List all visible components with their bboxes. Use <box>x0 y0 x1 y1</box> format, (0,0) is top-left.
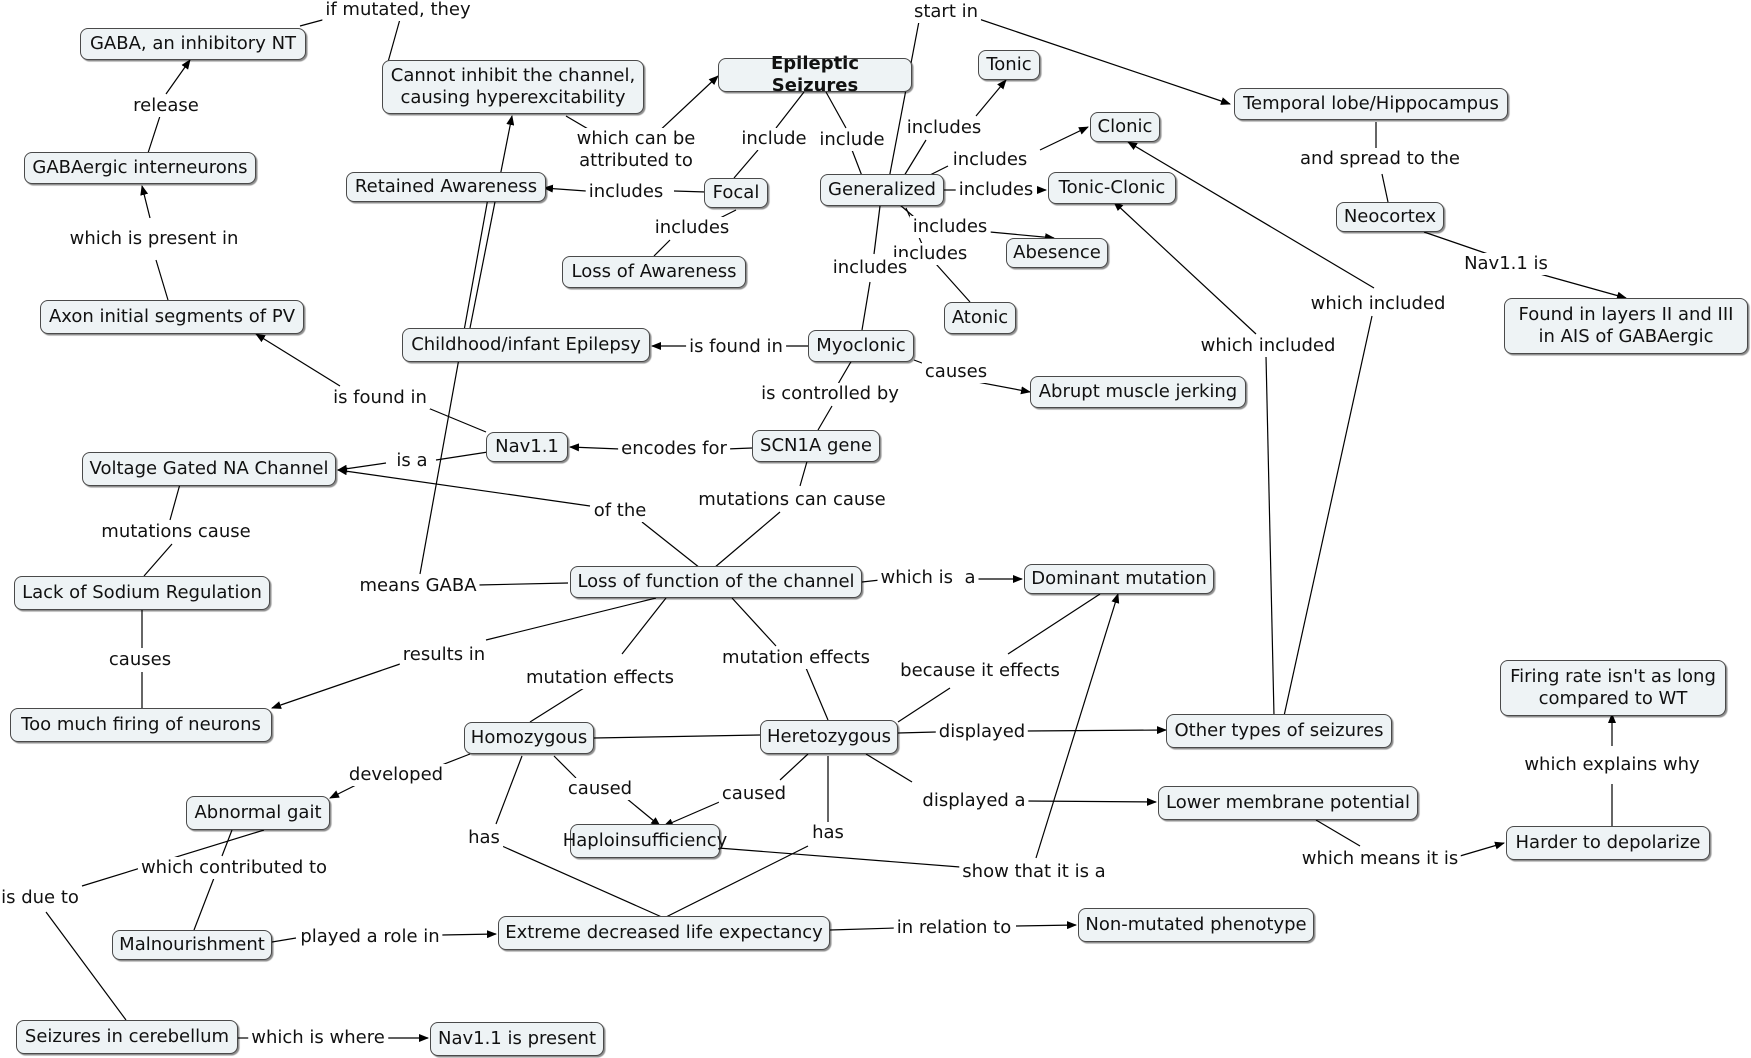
node-haploinsufficiency[interactable]: Haploinsufficiency <box>563 824 727 858</box>
link-label-is-found-in-axon: is found in <box>330 387 430 409</box>
link-label-which-present-in: which is present in <box>66 228 242 250</box>
node-abnormal-gait[interactable]: Abnormal gait <box>186 796 330 830</box>
node-other-types-of-seizures[interactable]: Other types of seizures <box>1166 714 1392 748</box>
node-loss-of-function[interactable]: Loss of function of the channel <box>570 566 862 598</box>
link-label-in-relation-to: in relation to <box>893 917 1015 939</box>
link-label-which-is-where: which is where <box>248 1027 388 1049</box>
link-label-mutations-can-cause: mutations can cause <box>695 489 889 511</box>
node-scn1a-gene[interactable]: SCN1A gene <box>752 430 880 462</box>
link-label-is-found-in-childhood: is found in <box>686 336 786 358</box>
node-malnourishment[interactable]: Malnourishment <box>112 930 272 960</box>
link-label-means-gaba: means GABA <box>356 575 480 597</box>
link-label-is-a: is a <box>393 450 431 472</box>
link-label-include-focal: include <box>738 128 810 150</box>
link-label-includes-absence: includes <box>909 216 991 238</box>
link-label-of-the: of the <box>590 500 650 522</box>
link-label-is-controlled-by: is controlled by <box>758 383 902 405</box>
node-nav11-is-present[interactable]: Nav1.1 is present <box>430 1022 604 1056</box>
node-tonic[interactable]: Tonic <box>978 50 1040 80</box>
node-too-much-firing[interactable]: Too much firing of neurons <box>10 708 272 742</box>
link-label-includes-loss: includes <box>651 217 733 239</box>
node-gaba[interactable]: GABA, an inhibitory NT <box>80 28 306 60</box>
link-label-includes-retained: includes <box>585 181 667 203</box>
node-voltage-gated-na-channel[interactable]: Voltage Gated NA Channel <box>82 452 336 486</box>
link-label-if-mutated: if mutated, they <box>322 0 474 21</box>
link-label-played-a-role: played a role in <box>297 926 443 948</box>
link-label-release: release <box>130 95 202 117</box>
link-label-which-explains: which explains why <box>1521 754 1703 776</box>
node-myoclonic[interactable]: Myoclonic <box>808 330 914 362</box>
link-label-includes-clonic: includes <box>949 149 1031 171</box>
node-epileptic-seizures[interactable]: Epileptic Seizures <box>718 53 912 96</box>
node-harder-to-depolarize[interactable]: Harder to depolarize <box>1506 826 1710 860</box>
node-temporal-lobe[interactable]: Temporal lobe/Hippocampus <box>1234 88 1508 120</box>
node-loss-of-awareness[interactable]: Loss of Awareness <box>562 256 746 288</box>
node-atonic[interactable]: Atonic <box>944 302 1016 334</box>
node-absence[interactable]: Abesence <box>1006 238 1108 268</box>
node-generalized[interactable]: Generalized <box>820 174 944 206</box>
node-neocortex[interactable]: Neocortex <box>1336 202 1444 232</box>
node-retained-awareness[interactable]: Retained Awareness <box>346 172 546 202</box>
link-label-nav-is: Nav1.1 is <box>1461 253 1551 275</box>
link-label-start-in: start in <box>910 1 982 23</box>
link-label-results-in: results in <box>399 644 489 666</box>
link-label-and-spread: and spread to the <box>1297 148 1463 170</box>
link-label-which-means-it-is: which means it is <box>1298 848 1462 870</box>
link-label-encodes-for: encodes for <box>618 438 730 460</box>
link-label-mutation-effects-het: mutation effects <box>718 647 874 669</box>
node-extreme-decreased-life[interactable]: Extreme decreased life expectancy <box>498 916 830 950</box>
node-abrupt-muscle-jerking[interactable]: Abrupt muscle jerking <box>1030 376 1246 408</box>
link-label-mutation-effects-homo: mutation effects <box>522 667 678 689</box>
node-lower-membrane-potential[interactable]: Lower membrane potential <box>1158 786 1418 820</box>
node-focal[interactable]: Focal <box>704 178 768 208</box>
node-cannot-inhibit[interactable]: Cannot inhibit the channel, causing hype… <box>382 60 644 114</box>
node-childhood-epilepsy[interactable]: Childhood/infant Epilepsy <box>402 328 650 362</box>
node-gabaergic-interneurons[interactable]: GABAergic interneurons <box>24 152 256 184</box>
node-lack-sodium-regulation[interactable]: Lack of Sodium Regulation <box>14 576 270 610</box>
node-homozygous[interactable]: Homozygous <box>464 722 594 754</box>
link-label-which-contributed: which contributed to <box>137 857 331 879</box>
node-axon-initial-segments[interactable]: Axon initial segments of PV <box>40 300 304 334</box>
node-non-mutated-phenotype[interactable]: Non-mutated phenotype <box>1078 908 1314 942</box>
node-tonic-clonic[interactable]: Tonic-Clonic <box>1048 172 1176 204</box>
link-label-includes-myoclonic: includes <box>829 257 911 279</box>
node-clonic[interactable]: Clonic <box>1090 112 1160 142</box>
link-label-which-included-clonic: which included <box>1307 293 1449 315</box>
link-label-include-generalized: include <box>816 129 888 151</box>
link-label-displayed-a: displayed a <box>919 790 1029 812</box>
link-label-show-that: show that it is a <box>959 861 1109 883</box>
link-label-because-it-effects: because it effects <box>897 660 1063 682</box>
link-label-has-homo: has <box>465 827 503 849</box>
link-label-is-due-to: is due to <box>0 887 82 909</box>
link-label-includes-tonic: includes <box>903 117 985 139</box>
node-heterozygous[interactable]: Heretozygous <box>760 720 898 754</box>
link-label-which-attributed: which can be attributed to <box>573 128 699 172</box>
node-firing-rate[interactable]: Firing rate isn't as long compared to WT <box>1500 660 1726 716</box>
link-label-displayed-other: displayed <box>935 721 1029 743</box>
link-label-causes-too-much: causes <box>105 649 175 671</box>
node-nav11[interactable]: Nav1.1 <box>486 432 568 462</box>
link-label-causes-abrupt: causes <box>921 361 991 383</box>
link-label-caused-homo: caused <box>564 778 636 800</box>
link-label-developed: developed <box>345 764 447 786</box>
node-seizures-in-cerebellum[interactable]: Seizures in cerebellum <box>16 1020 238 1054</box>
link-lines <box>45 11 1627 1042</box>
node-dominant-mutation[interactable]: Dominant mutation <box>1024 564 1214 594</box>
link-label-has-het: has <box>809 822 847 844</box>
link-label-mutations-cause: mutations cause <box>98 521 254 543</box>
link-label-includes-tonic-clonic: includes <box>955 179 1037 201</box>
link-label-caused-het: caused <box>718 783 790 805</box>
link-label-which-is-a: which is a <box>877 567 979 589</box>
node-found-layers[interactable]: Found in layers II and III in AIS of GAB… <box>1504 298 1748 354</box>
link-label-which-included-tonic-clonic: which included <box>1197 335 1339 357</box>
